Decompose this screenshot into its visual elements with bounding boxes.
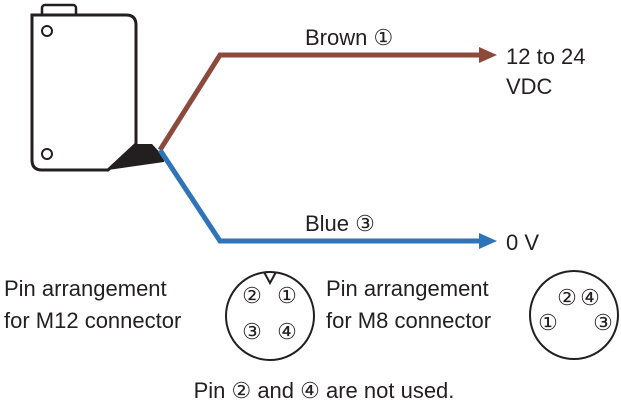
m8-pin-1: ①	[538, 310, 558, 335]
m12-pin-1: ①	[277, 283, 297, 308]
cable-gland	[108, 144, 164, 170]
footnote-unused-pins: Pin ② and ④ are not used.	[194, 378, 455, 403]
m12-label-line2: for M12 connector	[4, 308, 181, 333]
brown-arrow-icon	[479, 47, 497, 63]
m8-connector-face	[529, 270, 619, 360]
blue-wire-label: Blue ③	[305, 211, 375, 236]
brown-terminal-voltage: 12 to 24	[506, 44, 586, 69]
m8-pin-2: ②	[557, 285, 577, 310]
m12-pin-2: ②	[242, 283, 262, 308]
sensor-body	[30, 3, 164, 172]
brown-wire-label: Brown ①	[305, 25, 393, 50]
brown-wire	[157, 47, 497, 152]
m8-label-line1: Pin arrangement	[326, 276, 489, 301]
m12-key-notch	[263, 271, 277, 286]
mounting-hole-top	[41, 25, 53, 37]
m8-pin-3: ③	[593, 310, 613, 335]
m8-pin-arrangement: Pin arrangement for M8 connector ② ④ ① ③	[326, 270, 619, 360]
m8-label-line2: for M8 connector	[326, 308, 491, 333]
m12-connector-face	[225, 271, 315, 361]
blue-wire	[157, 148, 497, 249]
blue-wire-line	[157, 148, 485, 244]
sensor-housing	[30, 13, 138, 172]
blue-arrow-icon	[479, 233, 497, 249]
m12-pin-4: ④	[277, 319, 297, 344]
brown-terminal-unit: VDC	[506, 74, 553, 99]
m12-label-line1: Pin arrangement	[4, 276, 167, 301]
m8-pin-4: ④	[580, 285, 600, 310]
brown-wire-line	[157, 52, 485, 152]
m12-pin-3: ③	[242, 319, 262, 344]
mounting-hole-bottom	[41, 148, 53, 160]
m12-pin-arrangement: Pin arrangement for M12 connector ② ① ③ …	[4, 271, 315, 361]
blue-terminal-voltage: 0 V	[506, 230, 539, 255]
